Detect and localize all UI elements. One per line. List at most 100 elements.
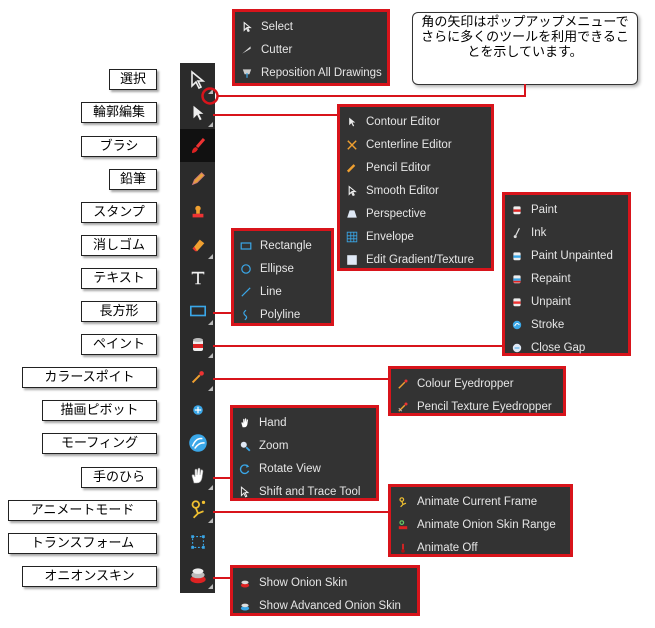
text-tool-button[interactable]: [180, 261, 215, 294]
brush-icon: [191, 137, 205, 153]
close-gap-icon: [511, 342, 523, 354]
animate-current-frame-icon: [397, 496, 409, 508]
menu-item-reposition[interactable]: Reposition All Drawings: [235, 61, 387, 84]
stamp-tool-button[interactable]: [180, 195, 215, 228]
advanced-onion-skin-icon: [239, 600, 251, 612]
centerline-icon: [346, 139, 358, 151]
hand-icon: [191, 467, 203, 483]
menu-item-zoom[interactable]: Zoom: [233, 434, 376, 457]
contour-editor-tool-button[interactable]: [180, 96, 215, 129]
menu-item-line[interactable]: Line: [234, 280, 331, 303]
paint-popup-menu: Paint Ink Paint Unpainted Repaint Unpain…: [502, 192, 631, 356]
menu-item-ellipse[interactable]: Ellipse: [234, 257, 331, 280]
menu-item-select[interactable]: Select: [235, 15, 387, 38]
contour-arrow-icon: [346, 116, 358, 128]
menu-item-animate-off[interactable]: Animate Off: [391, 536, 570, 559]
repaint-icon: [511, 273, 523, 285]
eraser-tool-button[interactable]: [180, 228, 215, 261]
onion-skin-button[interactable]: [180, 558, 215, 591]
contour-popup-menu: Contour Editor Centerline Editor Pencil …: [337, 104, 494, 271]
morphing-icon: [188, 433, 207, 452]
menu-item-rectangle[interactable]: Rectangle: [234, 234, 331, 257]
menu-item-ink[interactable]: Ink: [505, 221, 628, 244]
menu-item-edit-gradient[interactable]: Edit Gradient/Texture: [340, 248, 491, 271]
menu-item-repaint[interactable]: Repaint: [505, 267, 628, 290]
animate-mode-button[interactable]: [180, 492, 215, 525]
label-eraser: 消しゴム: [81, 235, 157, 256]
select-tool-button[interactable]: [180, 63, 215, 96]
rectangle-tool-button[interactable]: [180, 294, 215, 327]
label-paint: ペイント: [81, 334, 157, 355]
smooth-arrow-icon: [346, 184, 358, 197]
gradient-icon: [346, 254, 358, 266]
callout-connector-h: [218, 95, 526, 97]
menu-item-show-onion-skin[interactable]: Show Onion Skin: [233, 571, 417, 594]
label-text: テキスト: [81, 268, 157, 289]
menu-item-unpaint[interactable]: Unpaint: [505, 290, 628, 313]
shapes-popup-menu: Rectangle Ellipse Line Polyline: [231, 228, 334, 326]
ellipse-icon: [240, 263, 252, 275]
label-contour: 輪郭編集: [81, 102, 157, 123]
menu-item-cutter[interactable]: Cutter: [235, 38, 387, 61]
menu-item-shift-and-trace[interactable]: Shift and Trace Tool: [233, 480, 376, 503]
unpaint-icon: [511, 296, 523, 308]
cutter-icon: [241, 44, 253, 56]
contour-arrow-icon: [193, 105, 203, 120]
transform-tool-button[interactable]: [180, 525, 215, 558]
hand-connector: [213, 477, 231, 479]
onion-popup-menu: Show Onion Skin Show Advanced Onion Skin: [230, 565, 420, 616]
onion-connector: [213, 577, 231, 579]
menu-item-show-advanced-onion-skin[interactable]: Show Advanced Onion Skin: [233, 594, 417, 617]
label-animate: アニメートモード: [8, 500, 157, 521]
stamp-icon: [192, 205, 203, 217]
paint-unpainted-icon: [511, 250, 523, 262]
contour-connector: [213, 114, 338, 116]
label-rectangle: 長方形: [81, 301, 157, 322]
menu-item-polyline[interactable]: Polyline: [234, 303, 331, 326]
pencil-texture-eyedropper-icon: [397, 401, 409, 413]
hand-popup-menu: Hand Zoom Rotate View Shift and Trace To…: [230, 405, 379, 501]
paint-bucket-icon: [192, 337, 203, 351]
corner-arrow-highlight: [201, 87, 219, 105]
menu-item-smooth-editor[interactable]: Smooth Editor: [340, 179, 491, 202]
ink-brush-icon: [511, 227, 523, 239]
menu-item-hand[interactable]: Hand: [233, 411, 376, 434]
line-icon: [240, 286, 252, 298]
menu-item-contour-editor[interactable]: Contour Editor: [340, 110, 491, 133]
dropper-popup-menu: Colour Eyedropper Pencil Texture Eyedrop…: [388, 366, 566, 416]
hand-tool-button[interactable]: [180, 459, 215, 492]
envelope-grid-icon: [346, 231, 358, 243]
label-morph: モーフィング: [42, 433, 157, 454]
onion-skin-icon: [239, 577, 251, 589]
paint-tool-button[interactable]: [180, 327, 215, 360]
menu-item-pencil-editor[interactable]: Pencil Editor: [340, 156, 491, 179]
menu-item-pencil-texture-eyedropper[interactable]: Pencil Texture Eyedropper: [391, 395, 563, 418]
pivot-icon: [192, 404, 203, 415]
tool-toolbar: [180, 63, 215, 593]
pencil-tool-button[interactable]: [180, 162, 215, 195]
shift-trace-icon: [239, 485, 251, 498]
dropper-tool-button[interactable]: [180, 360, 215, 393]
hand-icon: [239, 417, 251, 429]
callout-connector: [524, 84, 526, 96]
onion-skin-icon: [189, 567, 206, 583]
menu-item-rotate-view[interactable]: Rotate View: [233, 457, 376, 480]
paint-connector: [213, 345, 503, 347]
menu-item-paint[interactable]: Paint: [505, 198, 628, 221]
morphing-tool-button[interactable]: [180, 426, 215, 459]
pivot-tool-button[interactable]: [180, 393, 215, 426]
callout-note: 角の矢印はポップアップメニューでさらに多くのツールを利用できることを示しています…: [412, 12, 638, 85]
animate-popup-menu: Animate Current Frame Animate Onion Skin…: [388, 484, 573, 557]
text-t-icon: [191, 271, 204, 284]
menu-item-perspective[interactable]: Perspective: [340, 202, 491, 225]
menu-item-animate-current-frame[interactable]: Animate Current Frame: [391, 490, 570, 513]
menu-item-centerline-editor[interactable]: Centerline Editor: [340, 133, 491, 156]
menu-item-paint-unpainted[interactable]: Paint Unpainted: [505, 244, 628, 267]
menu-item-stroke[interactable]: Stroke: [505, 313, 628, 336]
menu-item-close-gap[interactable]: Close Gap: [505, 336, 628, 359]
label-dropper: カラースポイト: [22, 367, 157, 388]
menu-item-animate-onion-skin-range[interactable]: Animate Onion Skin Range: [391, 513, 570, 536]
menu-item-colour-eyedropper[interactable]: Colour Eyedropper: [391, 372, 563, 395]
brush-tool-button[interactable]: [180, 129, 215, 162]
menu-item-envelope[interactable]: Envelope: [340, 225, 491, 248]
